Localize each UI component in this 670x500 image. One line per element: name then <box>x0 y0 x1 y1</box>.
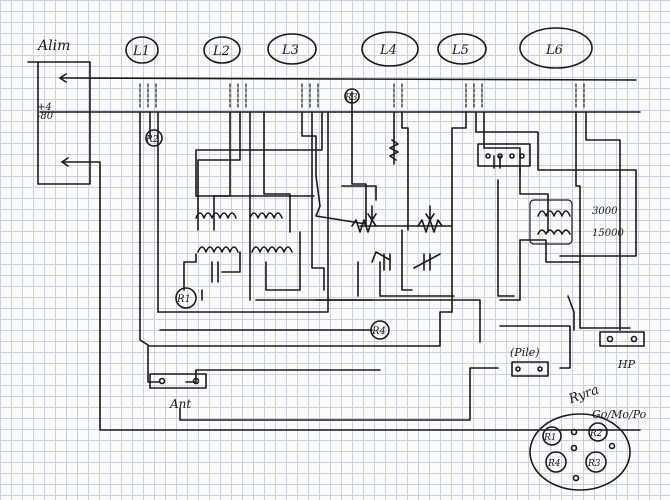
line-label-4: L4 <box>379 43 397 58</box>
power-label: Alim <box>36 38 70 54</box>
variable-resistors <box>351 139 443 233</box>
battery: (Pile) <box>510 346 549 377</box>
rail-return <box>61 161 641 431</box>
connector-block <box>477 143 531 167</box>
line-label-5: L5 <box>451 43 469 58</box>
horizontal-wires <box>147 167 637 421</box>
r3-marker: R3 <box>344 93 358 103</box>
power-neg-label: -80 <box>37 111 54 122</box>
tube-pin-r1: R1 <box>543 433 557 443</box>
tube-subtitle: Go/Mo/Po <box>592 408 647 421</box>
value-3000: 3000 <box>592 206 618 217</box>
power-box <box>27 61 91 185</box>
capacitors <box>211 155 501 283</box>
line-switch-headers <box>125 27 593 69</box>
speaker-label: HP <box>617 358 636 371</box>
tube-pin-r2: R2 <box>589 429 603 439</box>
line-labels: L1 L2 L3 L4 L5 L6 <box>132 43 563 59</box>
battery-label: (Pile) <box>510 346 540 359</box>
resistor-markers: R2 R1 R3 R4 <box>145 88 390 340</box>
tube-pin-r4: R4 <box>547 459 561 469</box>
tube-label: Ryra <box>566 383 601 408</box>
antenna-label: Ant <box>169 397 191 411</box>
r4-marker: R4 <box>371 326 386 337</box>
line-label-1: L1 <box>132 44 150 59</box>
line-label-2: L2 <box>212 44 230 59</box>
tube-base: Ryra Go/Mo/Po R1 R2 R4 R3 <box>529 383 647 491</box>
value-15000: 15000 <box>592 228 624 239</box>
coil-group-1 <box>183 212 301 291</box>
r1-marker: R1 <box>176 294 191 305</box>
r2-marker: R2 <box>145 135 159 145</box>
antenna-terminal: Ant <box>149 373 207 411</box>
line-label-6: L6 <box>545 43 563 58</box>
rail-top <box>59 77 637 81</box>
line-label-3: L3 <box>281 43 299 58</box>
speaker-terminal: HP <box>599 331 645 371</box>
power-pos-label: +4 <box>37 102 52 113</box>
coil-group-2 <box>529 199 573 245</box>
tube-pin-r3: R3 <box>587 459 601 469</box>
switch-contacts <box>139 83 585 109</box>
vertical-wires <box>139 91 631 346</box>
